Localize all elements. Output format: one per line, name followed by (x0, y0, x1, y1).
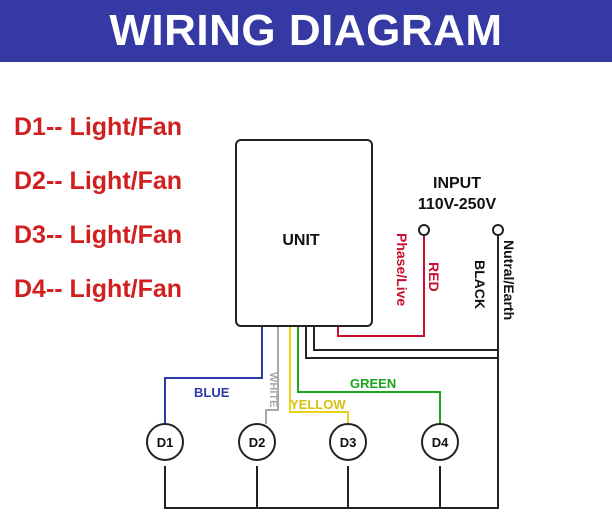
live-terminal (418, 224, 430, 236)
blue-wire-label: BLUE (194, 385, 230, 400)
blue-wire (164, 326, 263, 424)
red-wire (337, 236, 425, 337)
black-wire-inner (313, 326, 498, 351)
unit-box (235, 139, 373, 327)
device-d2-label: D2 (249, 435, 266, 450)
red-wire-label: RED (426, 262, 442, 292)
device-legend: D1-- Light/Fan D2-- Light/Fan D3-- Light… (14, 100, 182, 316)
device-d1-label: D1 (157, 435, 174, 450)
yellow-wire (289, 326, 349, 424)
neutral-earth-label: Nutral/Earth (501, 240, 517, 320)
black-wire-outer (305, 326, 498, 359)
voltage-label: 110V-250V (418, 196, 497, 213)
yellow-wire-label: YELLOW (290, 397, 346, 412)
device-d3-label: D3 (340, 435, 357, 450)
bottom-common-wire (164, 438, 499, 509)
device-d1: D1 (146, 423, 184, 461)
neutral-terminal (492, 224, 504, 236)
legend-item-d1: D1-- Light/Fan (14, 113, 183, 141)
device-d2: D2 (238, 423, 276, 461)
input-label: INPUT (433, 175, 481, 192)
phase-live-label: Phase/Live (394, 233, 410, 306)
unit-label: UNIT (282, 232, 320, 249)
title-banner: WIRING DIAGRAM (0, 0, 612, 62)
device-d3: D3 (329, 423, 367, 461)
legend-item-d3: D3-- Light/Fan (14, 221, 183, 249)
green-wire (297, 326, 441, 424)
white-wire (265, 326, 279, 424)
device-d4-label: D4 (432, 435, 449, 450)
green-wire-label: GREEN (350, 376, 396, 391)
black-wire-label: BLACK (472, 260, 488, 309)
legend-item-d2: D2-- Light/Fan (14, 167, 183, 195)
white-wire-label: WHITE (267, 372, 279, 407)
legend-item-d4: D4-- Light/Fan (14, 275, 183, 303)
page-title: WIRING DIAGRAM (109, 6, 503, 55)
device-d4: D4 (421, 423, 459, 461)
